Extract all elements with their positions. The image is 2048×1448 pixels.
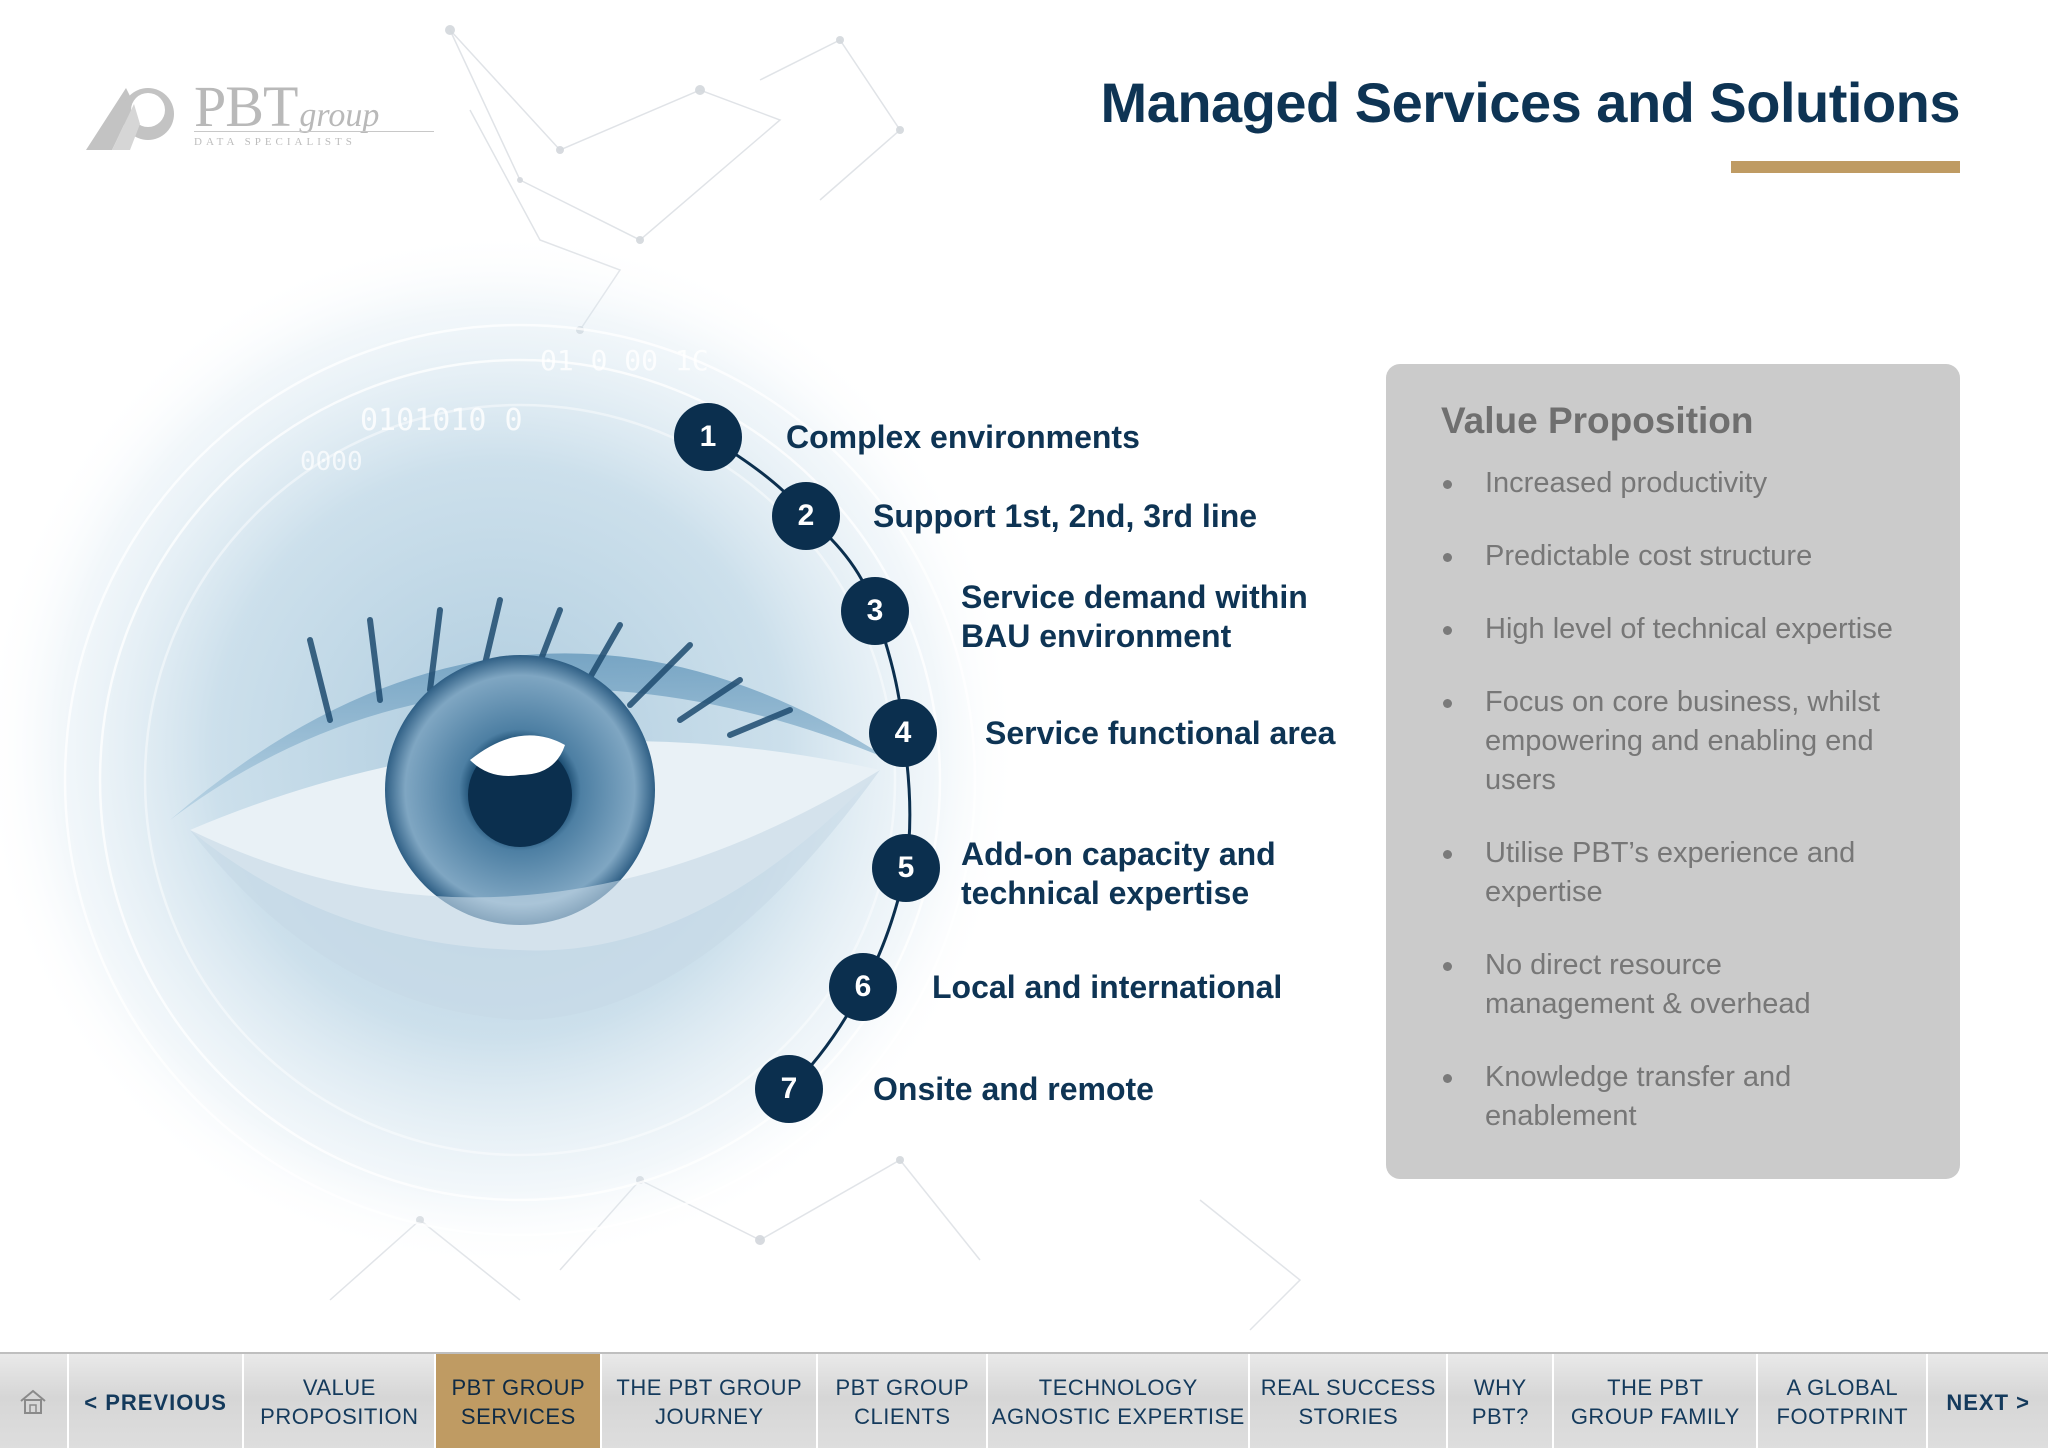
list-item: Knowledge transfer and enablement bbox=[1441, 1058, 1865, 1136]
logo-wordmark: PBTgroup bbox=[194, 78, 379, 136]
logo-rule bbox=[194, 131, 434, 132]
title-accent-bar bbox=[1731, 161, 1960, 173]
nav-tab-1[interactable]: VALUE PROPOSITION bbox=[244, 1354, 437, 1448]
svg-text:01 0 00 1C: 01 0 00 1C bbox=[540, 344, 709, 377]
step-number-5: 5 bbox=[872, 834, 940, 902]
step-number-3: 3 bbox=[841, 577, 909, 645]
nav-tab-label: TECHNOLOGY AGNOSTIC EXPERTISE bbox=[991, 1375, 1245, 1429]
nav-tab-label: PBT GROUP CLIENTS bbox=[835, 1375, 970, 1429]
list-item: Predictable cost structure bbox=[1441, 537, 1941, 576]
value-proposition-list: Increased productivity Predictable cost … bbox=[1441, 464, 1941, 1170]
step-label-6: Local and international bbox=[932, 969, 1283, 1005]
pbt-logo: PBTgroup DATA SPECIALISTS bbox=[86, 78, 434, 158]
nav-tab-label: REAL SUCCESS STORIES bbox=[1260, 1375, 1436, 1429]
nav-tab-5[interactable]: TECHNOLOGY AGNOSTIC EXPERTISE bbox=[988, 1354, 1251, 1448]
bottom-navigation: < PREVIOUS VALUE PROPOSITION PBT GROUP SE… bbox=[0, 1352, 2048, 1448]
next-label: NEXT > bbox=[1946, 1389, 2030, 1415]
service-steps: 1 Complex environments 2 Support 1st, 2nd, … bbox=[674, 403, 1336, 1123]
step-number-4: 4 bbox=[869, 699, 937, 767]
nav-tab-3[interactable]: THE PBT GROUP JOURNEY bbox=[602, 1354, 819, 1448]
svg-text:0000: 0000 bbox=[300, 447, 363, 477]
nav-tab-9[interactable]: A GLOBAL FOOTPRINT bbox=[1758, 1354, 1929, 1448]
nav-tab-label: A GLOBAL FOOTPRINT bbox=[1776, 1375, 1909, 1429]
nav-tab-label: PBT GROUP SERVICES bbox=[451, 1375, 586, 1429]
step-label-4: Service functional area bbox=[985, 715, 1336, 751]
logo-tagline: DATA SPECIALISTS bbox=[194, 136, 356, 148]
previous-label: < PREVIOUS bbox=[84, 1389, 227, 1415]
value-proposition-title: Value Proposition bbox=[1441, 400, 1754, 441]
step-label-2: Support 1st, 2nd, 3rd line bbox=[873, 498, 1258, 534]
nav-tab-2[interactable]: PBT GROUP SERVICES bbox=[436, 1354, 603, 1448]
home-icon bbox=[20, 1389, 47, 1414]
step-label-7: Onsite and remote bbox=[873, 1071, 1154, 1107]
nav-tab-label: VALUE PROPOSITION bbox=[260, 1375, 419, 1429]
step-label-5: Add-on capacity and technical expertise bbox=[961, 836, 1276, 911]
logo-name: PBT bbox=[194, 74, 298, 139]
nav-tab-label: THE PBT GROUP JOURNEY bbox=[616, 1375, 803, 1429]
nav-tab-6[interactable]: REAL SUCCESS STORIES bbox=[1250, 1354, 1449, 1448]
nav-tab-7[interactable]: WHY PBT? bbox=[1448, 1354, 1555, 1448]
step-number-7: 7 bbox=[755, 1055, 823, 1123]
previous-button[interactable]: < PREVIOUS bbox=[68, 1354, 245, 1448]
logo-mark-icon bbox=[86, 88, 174, 150]
list-item: No direct resource management & overhead bbox=[1441, 946, 1865, 1024]
nav-tab-label: THE PBT GROUP FAMILY bbox=[1570, 1375, 1740, 1429]
svg-text:0101010 0: 0101010 0 bbox=[360, 403, 523, 438]
step-number-6: 6 bbox=[829, 953, 897, 1021]
page-title: Managed Services and Solutions bbox=[1100, 71, 1961, 134]
nav-tab-label: WHY PBT? bbox=[1471, 1375, 1529, 1429]
eye-illustration: 0101010 0 01 0 00 1C 0000 bbox=[0, 230, 1020, 1270]
nav-tab-4[interactable]: PBT GROUP CLIENTS bbox=[818, 1354, 989, 1448]
list-item: High level of technical expertise bbox=[1441, 610, 1941, 649]
list-item: Utilise PBT’s experience and expertise bbox=[1441, 834, 1905, 912]
value-proposition-panel: Value Proposition Increased productivity… bbox=[1386, 364, 1960, 1179]
list-item: Increased productivity bbox=[1441, 464, 1941, 503]
step-number-2: 2 bbox=[772, 482, 840, 550]
step-label-3: Service demand within BAU environment bbox=[961, 579, 1308, 654]
home-button[interactable] bbox=[0, 1354, 69, 1448]
step-label-1: Complex environments bbox=[786, 419, 1140, 455]
next-button[interactable]: NEXT > bbox=[1928, 1354, 2048, 1448]
nav-tab-8[interactable]: THE PBT GROUP FAMILY bbox=[1554, 1354, 1759, 1448]
step-number-1: 1 bbox=[674, 403, 742, 471]
logo-suffix: group bbox=[299, 97, 380, 134]
list-item: Focus on core business, whilst empowerin… bbox=[1441, 683, 1905, 800]
